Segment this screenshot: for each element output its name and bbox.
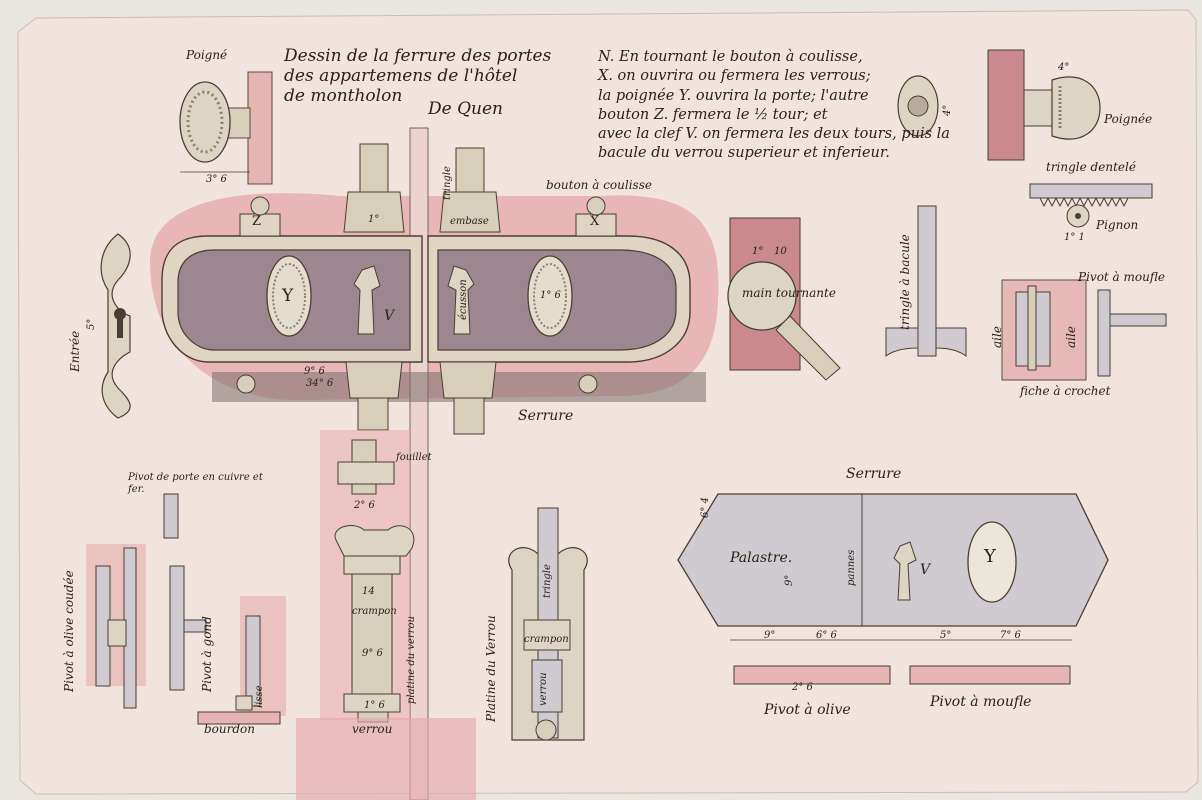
dim-verrou-a: 14 (362, 586, 375, 597)
dim-cap: 1° (368, 214, 380, 225)
platine-verrou-drawing (508, 507, 588, 741)
note-line: avec la clef V. on fermera les deux tour… (598, 126, 950, 143)
letter-z: Z (252, 214, 262, 229)
label-serrure-upper: Serrure (518, 408, 574, 424)
label-bourdon: bourdon (204, 722, 256, 736)
label-crampon-right: crampon (524, 634, 569, 645)
dim-pivot-olive: 2° 6 (792, 682, 813, 693)
dim-lower-h: 9° (784, 574, 795, 586)
verrou-middle-drawing (320, 430, 415, 723)
dim-poignee-right-h: 4° (942, 104, 953, 116)
label-verrou-bottom: verrou (352, 722, 393, 736)
tringle-dentele-drawing (1029, 183, 1153, 228)
dim-lower-top: 6° 4 (700, 497, 711, 518)
label-aile-left: aile (990, 326, 1004, 348)
dim-fouillet: 2° 6 (354, 500, 375, 511)
bolt-icon (531, 659, 563, 713)
label-pivot-porte: Pivot de porte en cuivre et fer. (128, 472, 263, 495)
dim-entree: 5° (86, 318, 97, 330)
note-line: la poignée Y. ouvrira la porte; l'autre (598, 87, 869, 104)
key-escutcheon-icon (353, 265, 381, 335)
legend-notes: N. En tournant le bouton à coulisse, X. … (598, 48, 950, 164)
label-bouton-coulisse: bouton à coulisse (546, 178, 652, 192)
letter-v-upper: V (384, 308, 395, 324)
label-lisse: lisse (254, 685, 265, 708)
title-line: des appartemens de l'hôtel (284, 66, 518, 87)
note-line: N. En tournant le bouton à coulisse, (598, 49, 863, 65)
dim-lower-w2: 6° 6 (816, 630, 837, 641)
label-platine-verrou-mid: platine du verrou (406, 616, 417, 704)
dim-knob: 1° 6 (540, 290, 561, 301)
poignee-left-drawing (179, 71, 273, 185)
title-line: de montholon (284, 86, 403, 107)
label-main-tournante: main tournante (742, 286, 836, 300)
drawing-title: Dessin de la ferrure des portes des appa… (284, 46, 551, 106)
label-aile-right: aile (1064, 326, 1078, 348)
entree-drawing (100, 233, 131, 419)
label-verrou-right: verrou (538, 672, 549, 706)
dim-lock-h: 9° 6 (304, 366, 325, 377)
dim-lower-w4: 7° 6 (1000, 630, 1021, 641)
label-tringle-dentele: tringle dentelé (1046, 160, 1136, 174)
label-poignee-right: Poignée (1104, 112, 1153, 126)
label-pivot-moufle-top: Pivot à moufle (1078, 270, 1165, 284)
serrure-lower-drawing (677, 493, 1109, 685)
label-poignee-left: Poigné (186, 48, 228, 62)
label-ecusson: écusson (458, 279, 469, 320)
knob-icon (266, 255, 312, 337)
letter-x: X (590, 214, 600, 229)
dim-lower-w3: 5° (940, 630, 952, 641)
signature: De Quen (428, 99, 503, 119)
note-line: bouton Z. fermera le ½ tour; et (598, 106, 828, 123)
label-entree: Entrée (68, 330, 82, 372)
main-tournante-drawing (727, 217, 841, 381)
label-serrure-lower: Serrure (846, 466, 902, 482)
label-tringle-right: tringle (542, 564, 553, 598)
dim-pignon: 1° 1 (1064, 232, 1085, 243)
dim-main-b: 10 (774, 246, 787, 257)
label-pivot-olive: Pivot à olive (764, 702, 851, 718)
dim-verrou-b: 9° 6 (362, 648, 383, 659)
dim-poignee-right-w: 4° (1058, 62, 1070, 73)
letter-y-upper: Y (282, 286, 294, 306)
label-crampon-mid: crampon (352, 606, 397, 617)
label-pivot-olive-coudee: Pivot à olive coudée (62, 570, 76, 692)
dim-verrou-c: 1° 6 (364, 700, 385, 711)
pivots-left-drawing (86, 493, 286, 725)
label-palastre: Palastre. (730, 550, 793, 566)
fiche-crochet-drawing (1001, 279, 1167, 381)
label-platine-verrou-right: Platine du Verrou (484, 615, 498, 722)
label-pannes: pannes (846, 549, 857, 586)
tringle-bacule-drawing (885, 205, 967, 357)
label-fouillet: fouillet (396, 452, 432, 463)
letter-v-lower: V (920, 562, 931, 578)
label-pivot-moufle-bottom: Pivot à moufle (930, 694, 1032, 710)
label-tringle: tringle (442, 166, 453, 200)
dim-poignee-left: 3° 6 (206, 174, 227, 185)
label-tringle-bacule: tringle à bacule (898, 234, 912, 330)
label-pignon: Pignon (1096, 218, 1139, 232)
title-line: Dessin de la ferrure des portes (284, 46, 552, 66)
note-line: bacule du verrou superieur et inferieur. (598, 145, 890, 162)
dim-lower-w1: 9° (764, 630, 776, 641)
letter-y-lower: Y (984, 546, 996, 567)
label-fiche-crochet: fiche à crochet (1020, 384, 1111, 398)
dim-lock-w: 34° 6 (306, 378, 334, 389)
dim-main-a: 1° (752, 246, 764, 257)
label-embase: embase (450, 216, 489, 227)
serrure-upper-drawing (150, 127, 719, 800)
poignee-right-drawing (897, 49, 1101, 161)
note-line: X. on ouvrira ou fermera les verrous; (598, 68, 871, 85)
label-pivot-gond: Pivot à gond (200, 616, 214, 692)
